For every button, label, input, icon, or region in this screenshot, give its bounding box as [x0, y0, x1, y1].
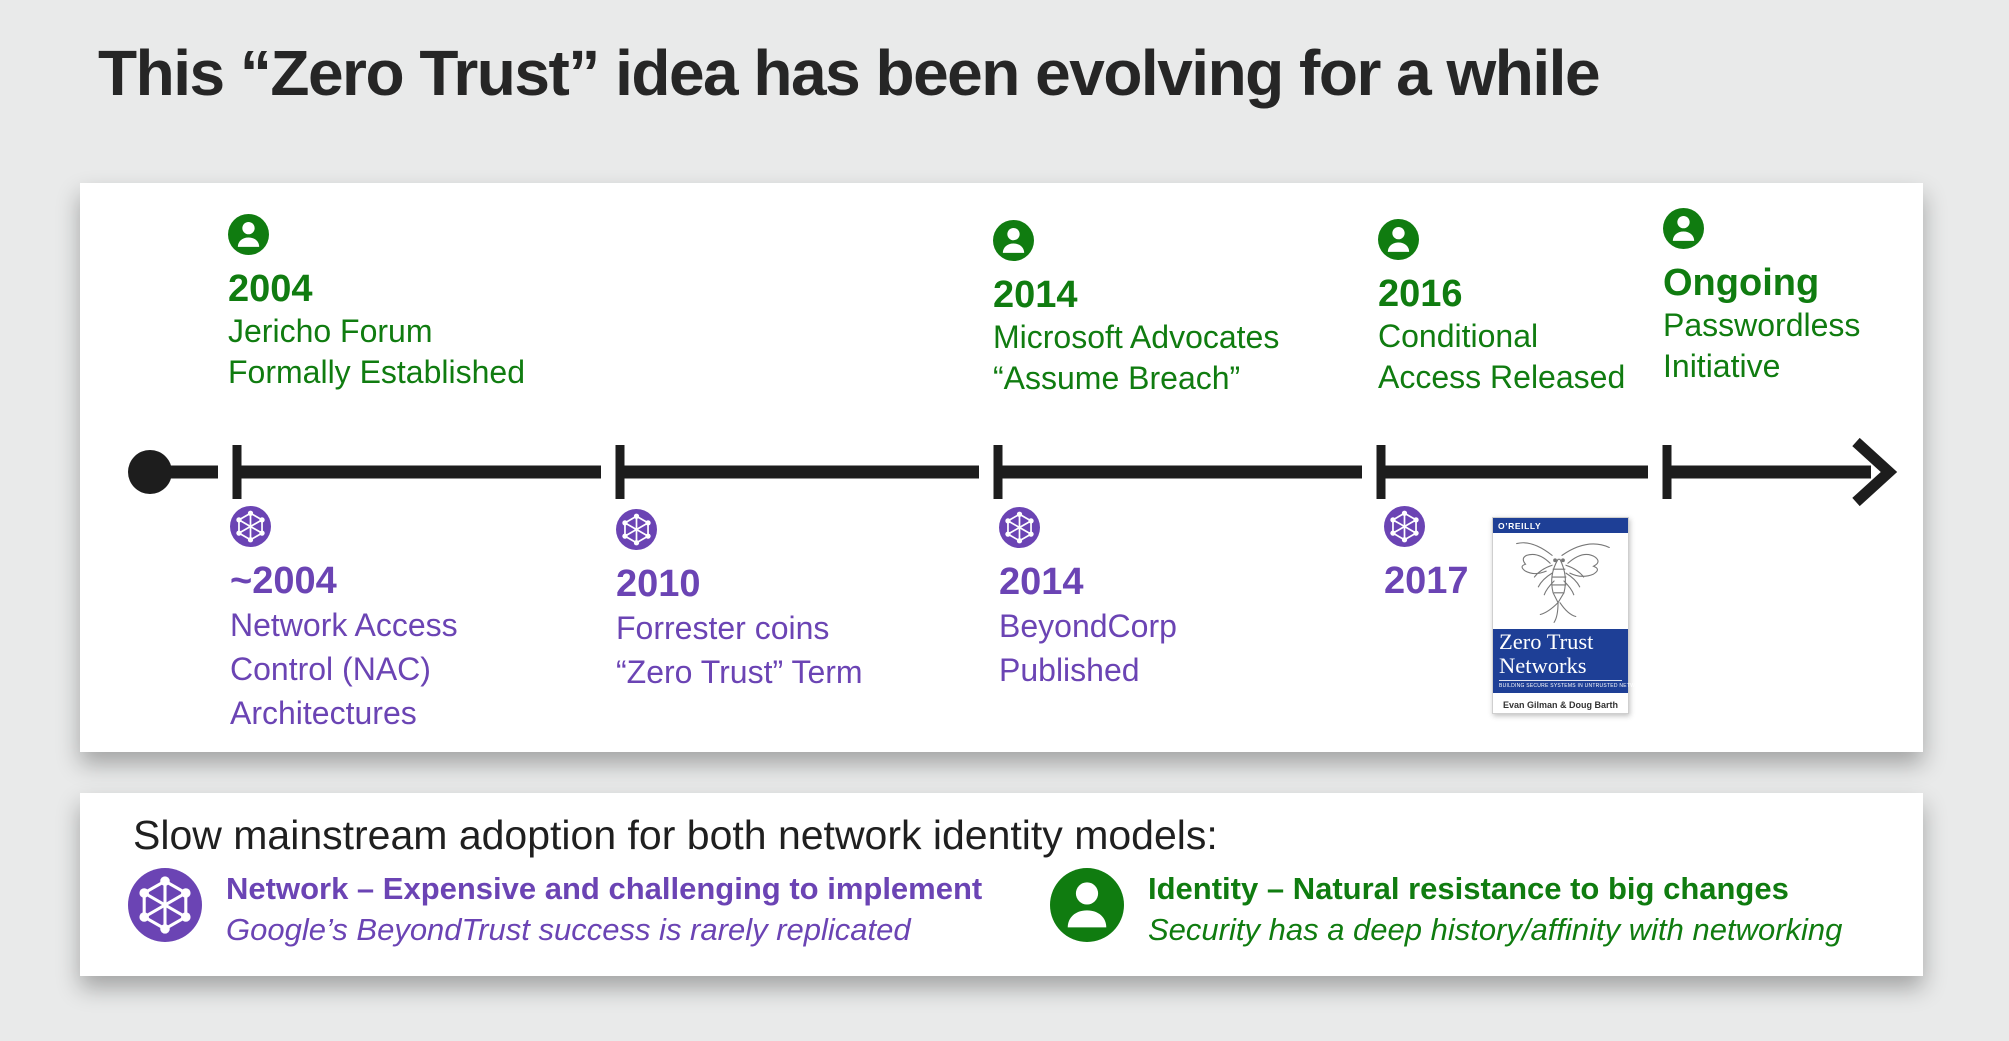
event-line: “Zero Trust” Term [616, 654, 863, 690]
timeline-start-dot [128, 450, 172, 494]
event-year: 2014 [993, 274, 1078, 316]
book-cover-zero-trust-networks: O’REILLY Zero Trust Networks BUILDING SE… [1492, 517, 1651, 714]
event-line: Initiative [1663, 348, 1781, 384]
event-line: Published [999, 652, 1140, 688]
timeline-arrowhead [1852, 437, 1898, 507]
event-line: “Assume Breach” [993, 360, 1241, 396]
summary-panel [80, 793, 1923, 976]
network-icon [230, 506, 271, 547]
event-line: BeyondCorp [999, 608, 1177, 644]
book-title-line1: Zero Trust [1499, 629, 1594, 654]
network-icon [1384, 506, 1425, 547]
event-line: Network Access [230, 607, 458, 643]
person-icon [993, 220, 1034, 261]
event-year: 2010 [616, 563, 701, 605]
event-line: Jericho Forum [228, 313, 433, 349]
page-title: This “Zero Trust” idea has been evolving… [98, 37, 1601, 109]
timeline-axis [128, 437, 1898, 507]
event-line: Conditional [1378, 318, 1539, 354]
event-ongoing-identity: Ongoing Passwordless Initiative [1663, 208, 1860, 387]
book-publisher: O’REILLY [1493, 518, 1628, 533]
event-year: Ongoing [1663, 262, 1820, 304]
event-year: 2004 [228, 268, 313, 310]
event-line: Microsoft Advocates [993, 319, 1280, 355]
book-authors: Evan Gilman & Doug Barth [1502, 700, 1618, 710]
timeline-tick [1376, 445, 1386, 499]
timeline-tick [615, 445, 625, 499]
event-year: ~2004 [230, 560, 337, 602]
summary-item-bold: Identity – Natural resistance to big cha… [1148, 871, 1789, 906]
network-icon [999, 507, 1040, 548]
event-2004-network: ~2004 Network Access Control (NAC) Archi… [230, 506, 458, 735]
event-2014-identity: 2014 Microsoft Advocates “Assume Breach” [993, 220, 1279, 399]
person-icon [228, 214, 269, 255]
network-icon [616, 509, 657, 550]
network-icon [128, 868, 202, 942]
event-2016-identity: 2016 Conditional Access Released [1378, 219, 1625, 398]
event-line: Control (NAC) [230, 651, 431, 687]
event-2010-network: 2010 Forrester coins “Zero Trust” Term [616, 509, 863, 694]
person-icon [1663, 208, 1704, 249]
summary-heading: Slow mainstream adoption for both networ… [133, 812, 1218, 858]
book-title-band: Zero Trust Networks BUILDING SECURE SYST… [1493, 629, 1651, 693]
summary-item-italic: Google’s BeyondTrust success is rarely r… [226, 912, 911, 947]
event-line: Access Released [1378, 359, 1626, 395]
event-year: 2017 [1384, 560, 1469, 602]
summary-item-network: Network – Expensive and challenging to i… [128, 868, 982, 948]
event-line: Forrester coins [616, 610, 830, 646]
timeline-tick [232, 445, 242, 499]
event-line: Passwordless [1663, 307, 1861, 343]
lobster-illustration [1516, 542, 1610, 623]
event-line: Formally Established [228, 354, 525, 390]
event-2017-network: 2017 [1384, 506, 1469, 603]
summary-item-bold: Network – Expensive and challenging to i… [226, 871, 983, 906]
book-subtitle: BUILDING SECURE SYSTEMS IN UNTRUSTED NET… [1499, 683, 1651, 689]
event-2004-identity: 2004 Jericho Forum Formally Established [228, 214, 525, 393]
event-2014-network: 2014 BeyondCorp Published [999, 507, 1177, 692]
summary-item-italic: Security has a deep history/affinity wit… [1148, 912, 1843, 947]
person-icon [1050, 868, 1124, 942]
event-year: 2016 [1378, 273, 1463, 315]
timeline-tick [1662, 445, 1672, 499]
timeline-tick [993, 445, 1003, 499]
summary-item-identity: Identity – Natural resistance to big cha… [1050, 868, 1842, 948]
event-year: 2014 [999, 561, 1084, 603]
person-icon [1378, 219, 1419, 260]
event-line: Architectures [230, 695, 417, 731]
book-title-line2: Networks [1499, 652, 1587, 678]
